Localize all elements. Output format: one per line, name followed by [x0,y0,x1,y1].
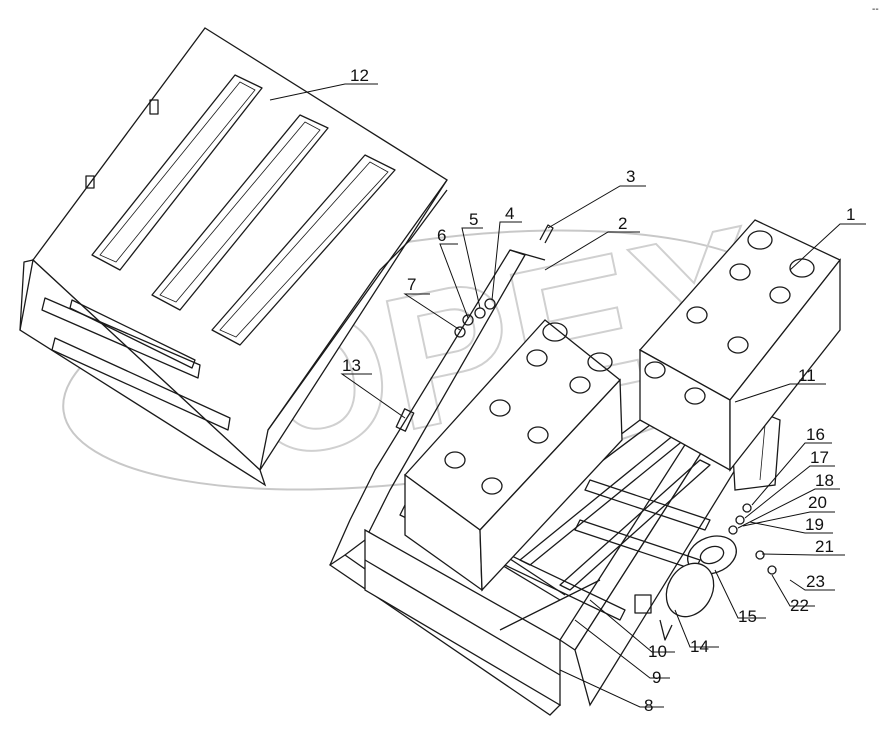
callout-2: 2 [618,214,627,233]
corner-mark: -- [872,4,879,15]
callout-6: 6 [437,226,446,245]
callout-20: 20 [808,493,827,512]
callout-4: 4 [505,204,514,223]
callout-19: 19 [805,515,824,534]
callout-23: 23 [806,572,825,591]
callout-labels: 1 2 3 4 5 6 7 8 9 10 11 12 13 14 15 16 1… [342,66,855,715]
callout-8: 8 [644,696,653,715]
battery-cover [19,27,448,487]
callout-22: 22 [790,596,809,615]
callout-12: 12 [350,66,369,85]
callout-14: 14 [690,637,709,656]
battery-left [404,319,623,592]
callout-1: 1 [846,205,855,224]
hardware-parts [395,224,777,641]
callout-7: 7 [407,275,416,294]
callout-15: 15 [738,607,757,626]
callout-3: 3 [626,167,635,186]
callout-5: 5 [469,210,478,229]
callout-16: 16 [806,425,825,444]
battery-right [638,219,842,472]
callout-11: 11 [798,366,816,385]
battery-tray [328,249,781,716]
callout-13: 13 [342,356,361,375]
callout-18: 18 [815,471,834,490]
callout-10: 10 [648,642,667,661]
callout-9: 9 [652,668,661,687]
leader-lines [269,83,866,708]
callout-21: 21 [815,537,834,556]
callout-17: 17 [810,448,829,467]
